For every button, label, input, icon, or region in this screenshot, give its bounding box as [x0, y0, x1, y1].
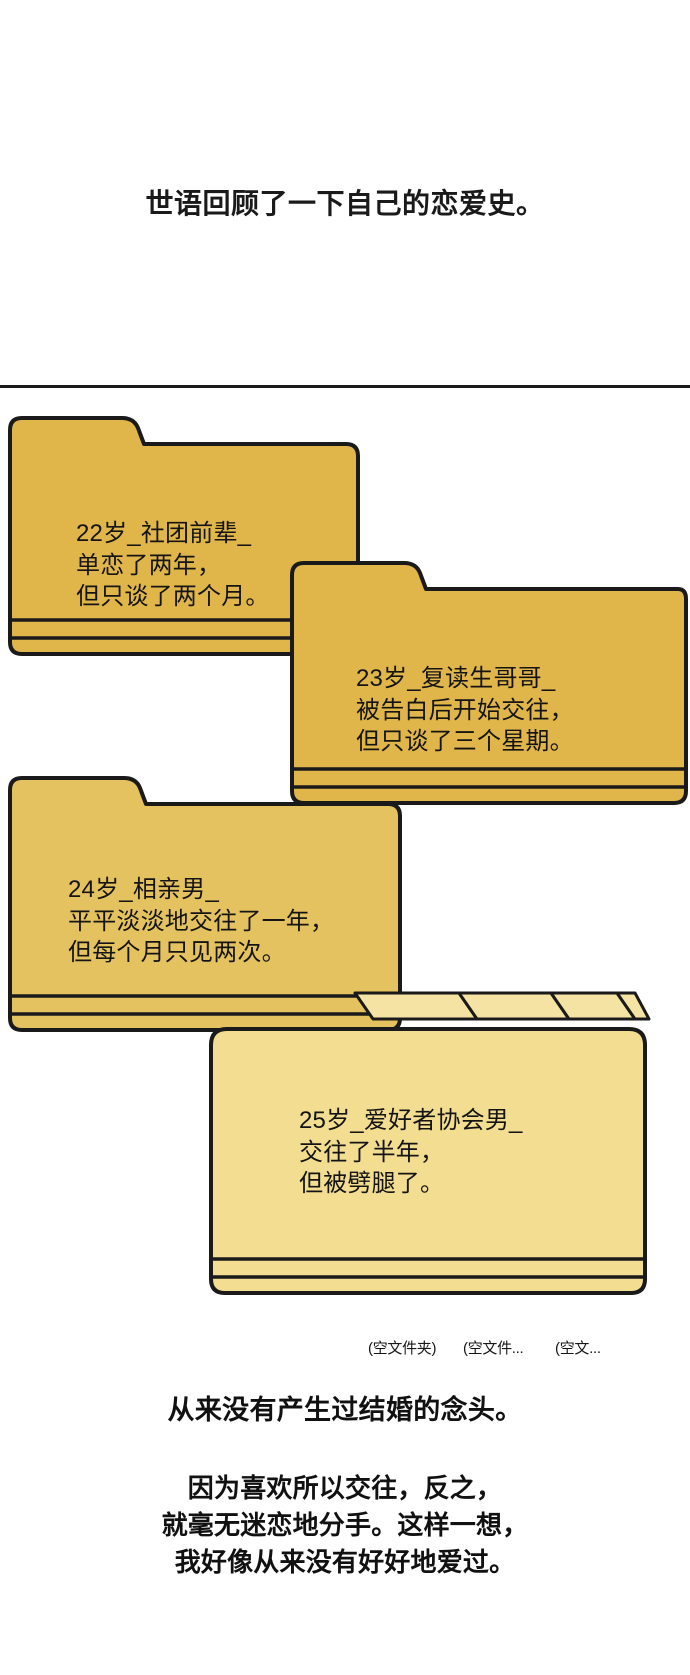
folder-22-line-2: 单恋了两年， — [76, 551, 222, 579]
folder-24-line-1: 24岁_相亲男_ — [68, 876, 219, 903]
folder-22-line-1: 22岁_社团前辈_ — [76, 520, 252, 547]
bottom-paragraph-line-3: 我好像从来没有好好地爱过。 — [174, 1546, 516, 1577]
folder-25-text: 25岁_爱好者协会男_ 交往了半年， 但被劈腿了。 — [299, 1105, 523, 1200]
folder-stage: 22岁_社团前辈_ 单恋了两年， 但只谈了两个月。 23岁_复读生哥哥_ 被告白后开始… — [0, 385, 690, 1360]
folder-24-line-2: 平平淡淡地交往了一年， — [68, 907, 335, 935]
folder-24[interactable]: 24岁_相亲男_ 平平淡淡地交往了一年， 但每个月只见两次。 — [2, 768, 402, 1068]
top-narration-text: 世语回顾了一下自己的恋爱史。 — [145, 188, 545, 219]
folder-24-line-3: 但每个月只见两次。 — [68, 939, 286, 967]
empty-tab-2[interactable]: (空文... — [555, 1340, 601, 1357]
bottom-narration-line-1: 从来没有产生过结婚的念头。 — [167, 1395, 523, 1425]
folder-22-text: 22岁_社团前辈_ 单恋了两年， 但只谈了两个月。 — [76, 518, 270, 613]
bottom-paragraph-line-1: 因为喜欢所以交往，反之， — [187, 1473, 503, 1503]
folder-22-line-3: 但只谈了两个月。 — [76, 583, 270, 611]
folder-25-line-1: 25岁_爱好者协会男_ — [299, 1107, 523, 1134]
folder-22[interactable]: 22岁_社团前辈_ 单恋了两年， 但只谈了两个月。 — [2, 410, 362, 695]
panel-divider — [0, 385, 690, 388]
folder-25-line-3: 但被劈腿了。 — [299, 1170, 445, 1198]
folder-25-line-2: 交往了半年， — [299, 1138, 445, 1166]
folder-23-line-2: 被告白后开始交往， — [356, 696, 574, 724]
bottom-narration-paragraph: 因为喜欢所以交往，反之， 就毫无迷恋地分手。这样一想， 我好像从来没有好好地爱过… — [0, 1470, 690, 1581]
folder-23-line-3: 但只谈了三个星期。 — [356, 728, 574, 756]
bottom-paragraph-line-2: 就毫无迷恋地分手。这样一想， — [161, 1509, 529, 1540]
folder-25[interactable]: (空文件夹) (空文件... (空文... 25岁_爱好者协会男_ 交往了半年， 但… — [205, 985, 655, 1357]
folder-23-line-1: 23岁_复读生哥哥_ — [356, 665, 556, 692]
folder-23[interactable]: 23岁_复读生哥哥_ 被告白后开始交往， 但只谈了三个星期。 — [286, 553, 688, 843]
folder-23-text: 23岁_复读生哥哥_ 被告白后开始交往， 但只谈了三个星期。 — [356, 663, 574, 758]
empty-tab-1[interactable]: (空文件... — [463, 1340, 524, 1357]
empty-tab-0[interactable]: (空文件夹) — [368, 1340, 437, 1357]
folder-24-text: 24岁_相亲男_ 平平淡淡地交往了一年， 但每个月只见两次。 — [68, 874, 334, 969]
